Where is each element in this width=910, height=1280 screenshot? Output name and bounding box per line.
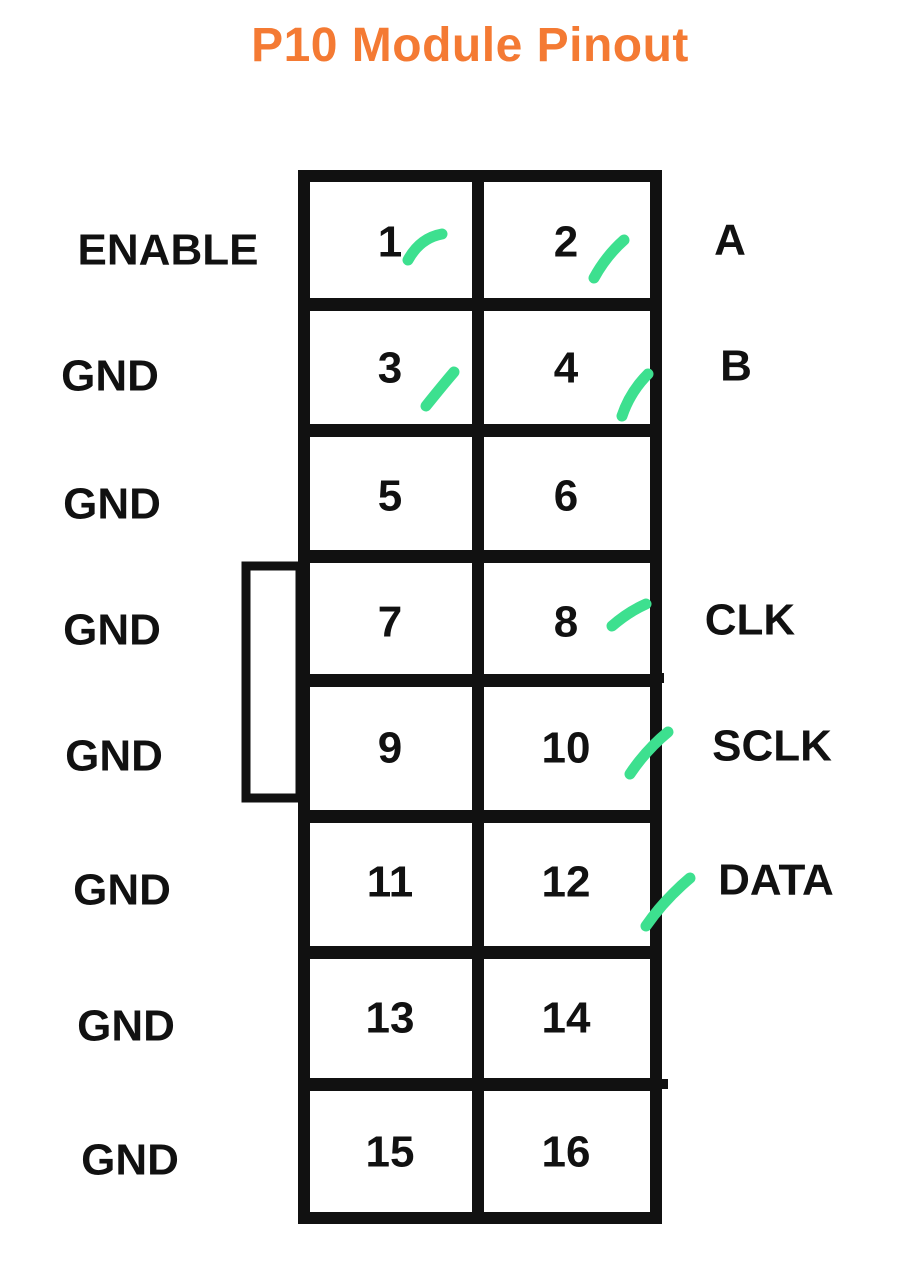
pin-number: 12 bbox=[542, 858, 591, 907]
row-separator bbox=[304, 810, 656, 823]
pin-number: 10 bbox=[542, 724, 591, 773]
row-separator bbox=[304, 424, 656, 437]
left-signal-label: GND bbox=[61, 352, 159, 401]
row-separator bbox=[304, 946, 656, 959]
pin-number: 9 bbox=[378, 724, 402, 773]
pin-number: 1 bbox=[378, 218, 402, 267]
right-signal-label: B bbox=[720, 342, 752, 391]
check-marker bbox=[616, 368, 654, 422]
right-signal-labels: A B CLK SCLK DATA bbox=[705, 216, 834, 905]
check-marker bbox=[606, 598, 652, 632]
pin-number: 15 bbox=[366, 1128, 415, 1177]
row-separator bbox=[304, 550, 656, 563]
row-separator bbox=[304, 1078, 656, 1091]
left-signal-label: GND bbox=[77, 1002, 175, 1051]
connection-markers bbox=[402, 228, 696, 932]
pin-number: 7 bbox=[378, 598, 402, 647]
right-signal-label: SCLK bbox=[712, 722, 832, 771]
pin-number: 16 bbox=[542, 1128, 591, 1177]
key-notch bbox=[241, 561, 305, 803]
left-signal-label: GND bbox=[81, 1136, 179, 1185]
left-signal-labels: ENABLE GND GND GND GND GND GND GND bbox=[61, 226, 258, 1185]
diagram-title: P10 Module Pinout bbox=[251, 19, 689, 72]
pin-number: 4 bbox=[554, 344, 579, 393]
right-signal-label: DATA bbox=[718, 856, 834, 905]
right-signal-label: A bbox=[714, 216, 746, 265]
pin-number: 3 bbox=[378, 344, 402, 393]
left-signal-label: GND bbox=[73, 866, 171, 915]
left-signal-label: ENABLE bbox=[78, 226, 259, 275]
row-separator bbox=[304, 298, 656, 311]
check-marker bbox=[420, 366, 460, 412]
pin-number: 5 bbox=[378, 472, 402, 521]
check-marker bbox=[640, 872, 696, 932]
row-separator bbox=[304, 674, 656, 687]
left-signal-label: GND bbox=[63, 606, 161, 655]
left-signal-label: GND bbox=[65, 732, 163, 781]
pin-number: 2 bbox=[554, 218, 578, 267]
row-separators bbox=[304, 298, 656, 1091]
pin-number: 6 bbox=[554, 472, 578, 521]
pin-number: 14 bbox=[542, 994, 591, 1043]
right-signal-label: CLK bbox=[705, 596, 796, 645]
left-signal-label: GND bbox=[63, 480, 161, 529]
pin-number: 8 bbox=[554, 598, 578, 647]
check-marker bbox=[588, 234, 630, 284]
pin-number: 11 bbox=[367, 858, 414, 907]
pin-number: 13 bbox=[366, 994, 415, 1043]
check-marker bbox=[402, 228, 448, 266]
check-marker bbox=[624, 726, 674, 780]
